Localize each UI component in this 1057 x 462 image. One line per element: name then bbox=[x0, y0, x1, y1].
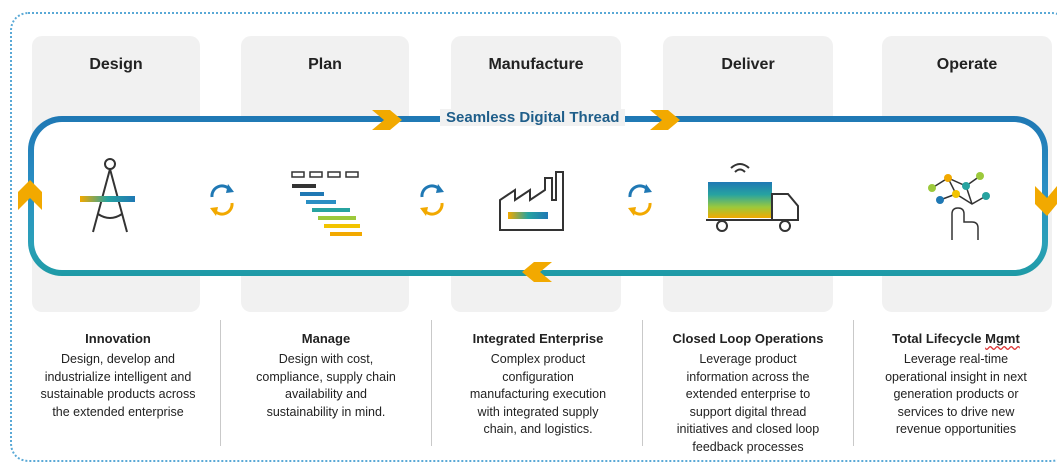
caption-line: operational insight in next bbox=[885, 369, 1027, 384]
caption-line: the extended enterprise bbox=[52, 404, 184, 419]
stage-title-manufacture: Manufacture bbox=[488, 56, 584, 73]
caption-line: services to drive new bbox=[897, 404, 1015, 419]
caption-line: industrialize intelligent and bbox=[44, 369, 192, 384]
caption-title-underlined: Mgmt bbox=[985, 331, 1020, 346]
factory-window-bar bbox=[508, 212, 548, 219]
caption-text-innovation: Design, develop and industrialize intell… bbox=[20, 351, 216, 421]
sync-icon bbox=[210, 184, 234, 216]
caption-title-closed-loop-operations: Closed Loop Operations bbox=[672, 331, 824, 346]
arrow-right-icon bbox=[372, 110, 402, 130]
stage-title-operate: Operate bbox=[936, 56, 998, 73]
caption-line: Design with cost, bbox=[278, 352, 374, 366]
caption-line: with integrated supply bbox=[477, 404, 599, 419]
digital-thread-loop bbox=[28, 116, 1048, 276]
caption-line: compliance, supply chain bbox=[256, 369, 396, 384]
caption-title-innovation: Innovation bbox=[85, 331, 151, 346]
caption-line: initiatives and closed loop bbox=[676, 422, 820, 436]
arrow-up-icon bbox=[18, 180, 42, 210]
caption-line: sustainable products across bbox=[40, 387, 196, 401]
compass-ruler-bar bbox=[80, 196, 135, 202]
delivery-truck-icon bbox=[706, 163, 799, 232]
caption-text-closed-loop-operations: Leverage product information across the … bbox=[648, 351, 848, 456]
stage-title-design: Design bbox=[89, 56, 143, 73]
caption-line: manufacturing execution bbox=[469, 387, 607, 401]
column-divider bbox=[431, 320, 432, 446]
sync-icon bbox=[628, 184, 652, 216]
column-divider bbox=[220, 320, 221, 446]
caption-title-total-lifecycle-mgmt: Total Lifecycle Mgmt bbox=[858, 331, 1054, 346]
caption-title-manage: Manage bbox=[301, 331, 351, 346]
caption-line: chain, and logistics. bbox=[483, 422, 593, 436]
caption-line: availability and bbox=[285, 387, 367, 401]
column-divider bbox=[642, 320, 643, 446]
caption-line: revenue opportunities bbox=[895, 422, 1017, 436]
thread-label: Seamless Digital Thread bbox=[440, 109, 626, 126]
sync-icon bbox=[420, 184, 444, 216]
caption-line: support digital thread bbox=[689, 404, 807, 419]
factory-icon bbox=[499, 171, 564, 231]
arrow-down-icon bbox=[1035, 186, 1057, 216]
stage-title-deliver: Deliver bbox=[721, 56, 775, 73]
compass-icon bbox=[92, 158, 128, 233]
caption-line: feedback processes bbox=[692, 439, 804, 454]
touch-network-icon bbox=[931, 175, 987, 240]
caption-text-total-lifecycle-mgmt: Leverage real-time operational insight i… bbox=[858, 351, 1054, 439]
caption-line: configuration bbox=[502, 369, 574, 384]
caption-text-integrated-enterprise: Complex product configuration manufactur… bbox=[438, 351, 638, 439]
arrow-left-icon bbox=[522, 262, 552, 282]
caption-line: Design, develop and bbox=[61, 352, 175, 366]
column-divider bbox=[853, 320, 854, 446]
network-nodes bbox=[928, 172, 990, 204]
caption-line: generation products or bbox=[893, 387, 1019, 401]
stage-title-plan: Plan bbox=[308, 56, 342, 73]
caption-line: information across the bbox=[686, 369, 810, 384]
caption-line: Leverage real-time bbox=[903, 352, 1009, 366]
caption-title-integrated-enterprise: Integrated Enterprise bbox=[472, 331, 604, 346]
caption-line: sustainability in mind. bbox=[266, 404, 386, 419]
caption-line: Leverage product bbox=[699, 352, 797, 366]
arrow-right-icon bbox=[650, 110, 680, 130]
gantt-plan-icon bbox=[291, 171, 362, 236]
caption-line: Complex product bbox=[490, 352, 586, 366]
caption-title-main: Total Lifecycle bbox=[892, 331, 986, 346]
caption-line: extended enterprise to bbox=[685, 387, 811, 401]
caption-text-manage: Design with cost, compliance, supply cha… bbox=[228, 351, 424, 421]
